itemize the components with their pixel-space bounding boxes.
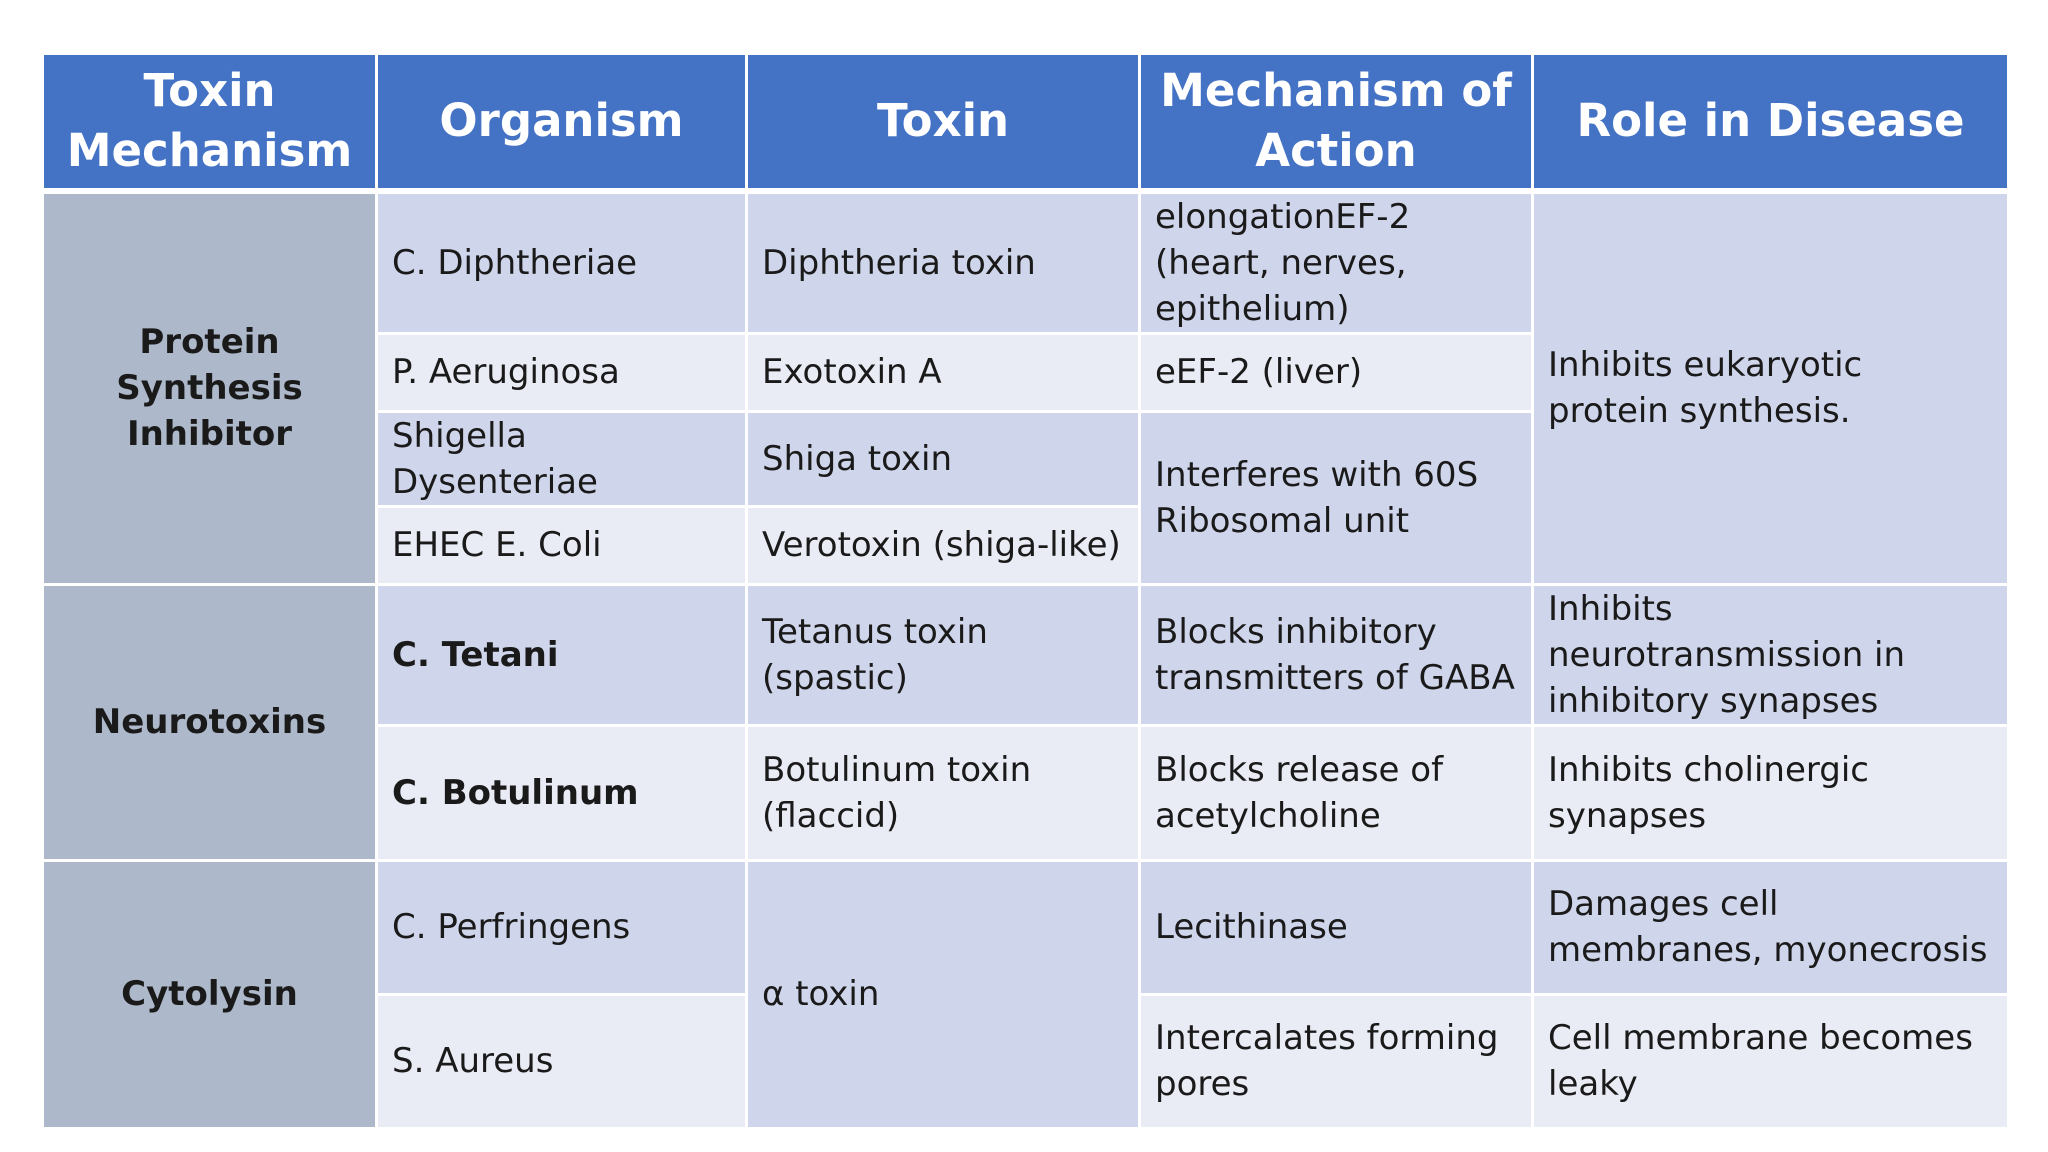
group-label-neurotoxins: Neurotoxins bbox=[41, 582, 378, 862]
toxin-cell: Diphtheria toxin bbox=[745, 189, 1141, 335]
mechanism-cell: elongationEF-2 (heart, nerves, epitheliu… bbox=[1138, 189, 1534, 335]
organism-cell: P. Aeruginosa bbox=[375, 331, 748, 413]
toxin-cell: Verotoxin (shiga-like) bbox=[745, 504, 1141, 586]
role-cell: Damages cell membranes, myonecrosis bbox=[1531, 858, 2010, 996]
group-label-cytolysin: Cytolysin bbox=[41, 858, 378, 1130]
table-row: Cytolysin C. Perfringens α toxin Lecithi… bbox=[41, 858, 2010, 1130]
toxin-cell: Tetanus toxin (spastic) bbox=[745, 582, 1141, 727]
header-role-in-disease: Role in Disease bbox=[1531, 52, 2010, 194]
mechanism-cell: Intercalates forming pores bbox=[1138, 992, 1534, 1130]
role-cell: Inhibits eukaryotic protein synthesis. bbox=[1531, 189, 2010, 586]
toxin-table: Toxin Mechanism Organism Toxin Mechanism… bbox=[41, 52, 2010, 1130]
header-toxin: Toxin bbox=[745, 52, 1141, 194]
header-row: Toxin Mechanism Organism Toxin Mechanism… bbox=[41, 52, 2010, 194]
header-organism: Organism bbox=[375, 52, 748, 194]
table-row: S. Aureus Intercalates forming pores Cel… bbox=[43, 992, 2010, 1130]
organism-cell: C. Diphtheriae bbox=[375, 189, 748, 335]
organism-cell: S. Aureus bbox=[375, 992, 748, 1130]
toxin-cell: Shiga toxin bbox=[745, 409, 1141, 508]
toxin-cell: Botulinum toxin (flaccid) bbox=[745, 723, 1141, 862]
table-row: EHEC E. Coli Verotoxin (shiga-like) bbox=[43, 504, 2009, 586]
organism-cell: C. Botulinum bbox=[375, 723, 748, 862]
table-row: C. Botulinum Botulinum toxin (flaccid) B… bbox=[43, 723, 2010, 862]
header-toxin-mechanism: Toxin Mechanism bbox=[41, 52, 378, 194]
organism-cell: Shigella Dysenteriae bbox=[375, 409, 748, 508]
role-cell: Inhibits neurotransmission in inhibitory… bbox=[1531, 582, 2010, 727]
mechanism-cell: Lecithinase bbox=[1138, 858, 1534, 996]
mechanism-cell: Blocks release of acetylcholine bbox=[1138, 723, 1534, 862]
mechanism-cell: Interferes with 60S Ribosomal unit bbox=[1138, 409, 1534, 586]
group-label-protein-synthesis-inhibitor: Protein Synthesis Inhibitor bbox=[41, 189, 378, 586]
table-row: Protein Synthesis Inhibitor C. Diphtheri… bbox=[41, 189, 2010, 586]
table-row: Shigella Dysenteriae Shiga toxin Interfe… bbox=[43, 409, 2009, 586]
organism-cell: C. Perfringens bbox=[375, 858, 748, 996]
header-mechanism-of-action: Mechanism of Action bbox=[1138, 52, 1534, 194]
mechanism-cell: Blocks inhibitory transmitters of GABA bbox=[1138, 582, 1534, 727]
organism-cell: EHEC E. Coli bbox=[375, 504, 748, 586]
toxin-cell: α toxin bbox=[745, 858, 1141, 1130]
role-cell: Inhibits cholinergic synapses bbox=[1531, 723, 2010, 862]
table-row: P. Aeruginosa Exotoxin A eEF-2 (liver) bbox=[43, 331, 2009, 413]
table-row: Neurotoxins C. Tetani Tetanus toxin (spa… bbox=[41, 582, 2010, 862]
role-cell: Cell membrane becomes leaky bbox=[1531, 992, 2010, 1130]
toxin-cell: Exotoxin A bbox=[745, 331, 1141, 413]
mechanism-cell: eEF-2 (liver) bbox=[1138, 331, 1534, 413]
organism-cell: C. Tetani bbox=[375, 582, 748, 727]
